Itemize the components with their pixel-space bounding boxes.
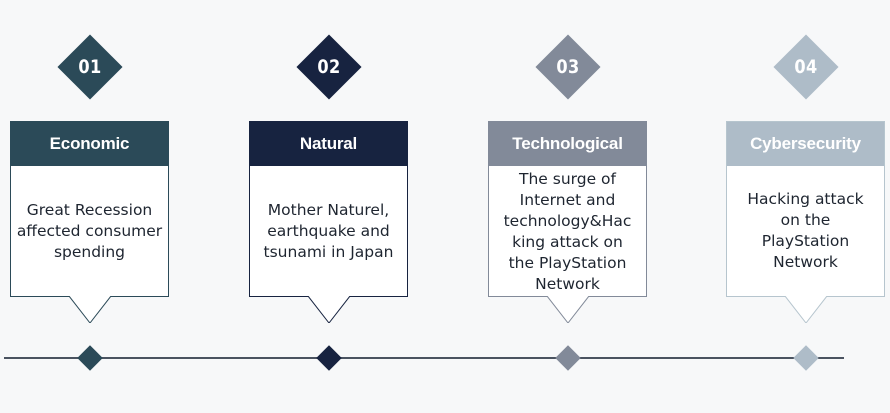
step-2-card: Natural Mother Naturel, earthquake and t…: [249, 121, 408, 297]
step-2-line: Mother Naturel,: [267, 200, 390, 219]
step-3-line: Network: [535, 275, 600, 293]
step-3-number-badge: 03: [535, 34, 601, 100]
step-4-line: on the: [780, 211, 831, 229]
step-1-line: spending: [53, 242, 126, 261]
timeline-marker-4-shape: [793, 345, 819, 371]
step-3-card: Technological The surge of Internet and …: [488, 121, 647, 297]
step-1-line: affected consumer: [16, 221, 163, 240]
step-2-number: 02: [317, 56, 341, 78]
step-3-line: king attack on: [512, 233, 623, 251]
timeline-marker-1-shape: [77, 345, 103, 371]
step-1-line: Great Recession: [26, 200, 153, 219]
step-2-number-badge: 02: [296, 34, 362, 100]
step-2-line: earthquake and: [267, 221, 390, 240]
step-3-description: The surge of Internet and technology&Hac…: [489, 166, 646, 296]
timeline-line: [4, 357, 844, 359]
timeline-marker-1: [77, 345, 103, 371]
step-1-title: Economic: [11, 122, 168, 166]
step-2-line: tsunami in Japan: [263, 242, 394, 261]
step-3-line: technology&Hac: [503, 212, 632, 230]
step-1-card: Economic Great Recession affected consum…: [10, 121, 169, 297]
step-1-description: Great Recession affected consumer spendi…: [11, 166, 168, 296]
step-4-pointer: [785, 296, 827, 323]
timeline-marker-4: [793, 345, 819, 371]
step-4-description: Hacking attack on the PlayStation Networ…: [727, 166, 884, 296]
timeline-marker-3: [555, 345, 581, 371]
step-2-title: Natural: [250, 122, 407, 166]
timeline-marker-2-shape: [316, 345, 342, 371]
step-3-number: 03: [556, 56, 580, 78]
step-1-pointer: [69, 296, 111, 323]
step-1-number-badge: 01: [57, 34, 123, 100]
step-4-line: PlayStation: [761, 232, 850, 250]
timeline-marker-2: [316, 345, 342, 371]
step-4-line: Network: [773, 253, 838, 271]
step-4-line: Hacking attack: [747, 190, 864, 208]
timeline-marker-3-shape: [555, 345, 581, 371]
step-2-pointer: [308, 296, 350, 323]
step-1-number: 01: [78, 56, 102, 78]
step-3-pointer: [547, 296, 589, 323]
step-4-title: Cybersecurity: [727, 122, 884, 166]
step-2-description: Mother Naturel, earthquake and tsunami i…: [250, 166, 407, 296]
step-4-number-badge: 04: [773, 34, 839, 100]
step-4-number: 04: [794, 56, 818, 78]
step-3-title: Technological: [489, 122, 646, 166]
step-3-line: The surge of: [519, 170, 616, 188]
step-3-line: Internet and: [519, 191, 616, 209]
step-4-card: Cybersecurity Hacking attack on the Play…: [726, 121, 885, 297]
step-3-line: the PlayStation: [508, 254, 627, 272]
